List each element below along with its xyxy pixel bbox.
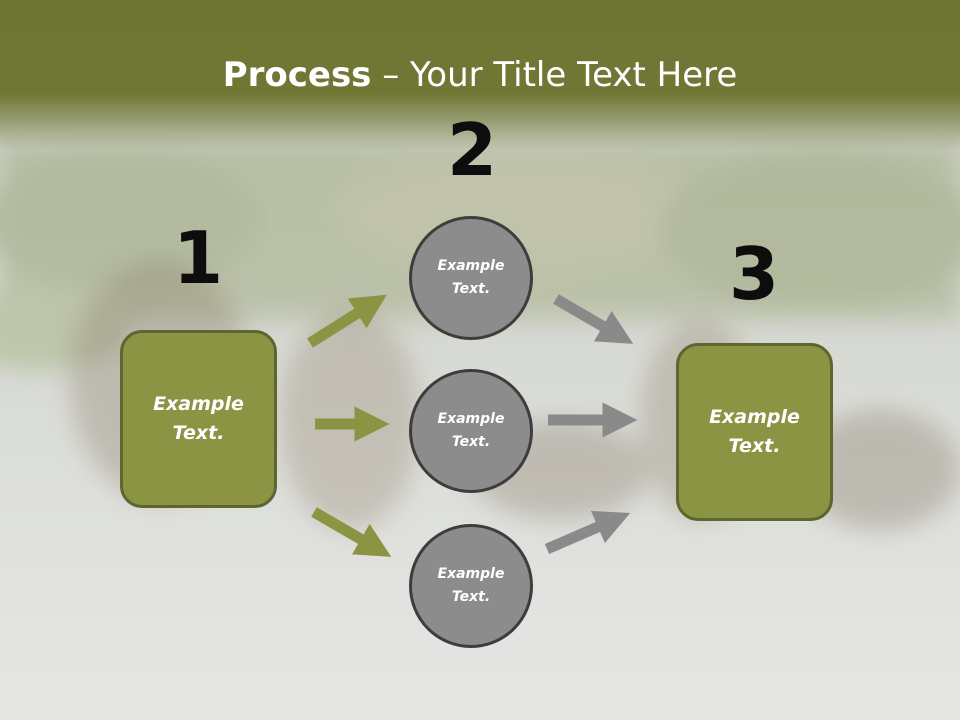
step-number-2: 2: [446, 108, 498, 192]
arrow-gray-down: [553, 294, 634, 344]
circle-2-line2: Text.: [451, 434, 491, 450]
circle-3-line2: Text.: [451, 589, 491, 605]
circle-3: Example Text.: [409, 524, 533, 648]
step-number-3: 3: [728, 232, 780, 316]
title-bold: Process: [222, 55, 372, 95]
step-box-3-line1: Example: [709, 406, 800, 428]
step-box-1-line1: Example: [153, 393, 244, 415]
step-box-1: Example Text.: [120, 330, 277, 508]
title-banner: [0, 0, 960, 150]
circle-1: Example Text.: [409, 216, 533, 340]
title-rest: – Your Title Text Here: [371, 55, 738, 95]
arrow-gray-up: [544, 510, 631, 555]
arrow-green-up: [307, 294, 387, 348]
circle-2: Example Text.: [409, 369, 533, 493]
step-box-3: Example Text.: [676, 343, 833, 521]
circle-1-line2: Text.: [451, 281, 491, 297]
step-box-3-line2: Text.: [728, 435, 781, 457]
step-number-1: 1: [172, 216, 224, 300]
circle-2-line1: Example: [437, 411, 505, 427]
circle-3-line1: Example: [437, 566, 505, 582]
step-box-1-line2: Text.: [172, 422, 225, 444]
slide-title: Process – Your Title Text Here: [0, 52, 960, 98]
arrow-green-down: [311, 507, 392, 557]
circle-1-line1: Example: [437, 258, 505, 274]
